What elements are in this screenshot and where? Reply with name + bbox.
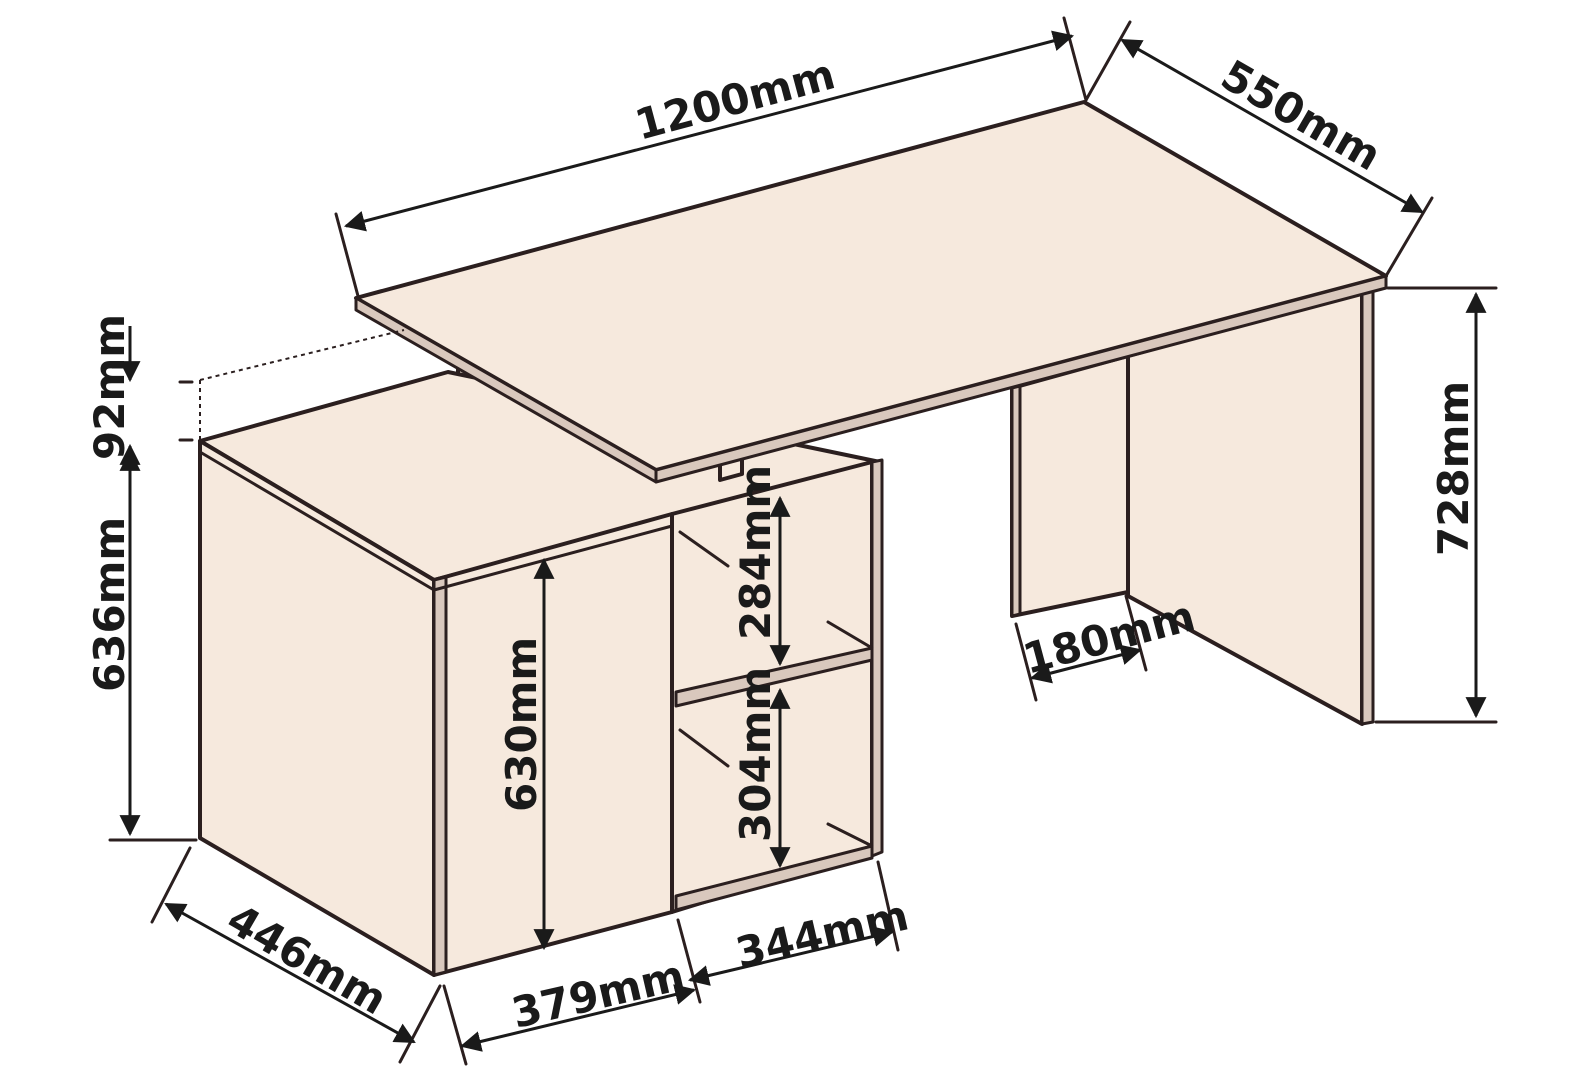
dim-cabinet-height: 636mm <box>85 449 198 842</box>
label-cabinet-height: 636mm <box>85 517 134 692</box>
label-shelf-upper: 284mm <box>731 465 780 640</box>
label-width-top: 1200mm <box>630 49 840 149</box>
label-depth-top: 550mm <box>1213 50 1389 180</box>
dim-shelf-lower: 304mm <box>731 667 791 869</box>
label-shelf-width: 344mm <box>731 891 913 978</box>
label-shelf-lower: 304mm <box>731 667 780 842</box>
dim-height-total: 728mm <box>1374 286 1498 724</box>
label-door-width: 379mm <box>507 951 689 1038</box>
dim-shelf-upper: 284mm <box>731 465 791 667</box>
label-height-total: 728mm <box>1429 381 1478 556</box>
rear-leg <box>1010 354 1130 618</box>
label-door-height: 630mm <box>497 637 546 812</box>
label-raise-gap: 92mm <box>85 314 134 460</box>
right-side-panel <box>1126 286 1375 726</box>
dim-door-height: 630mm <box>497 557 555 951</box>
